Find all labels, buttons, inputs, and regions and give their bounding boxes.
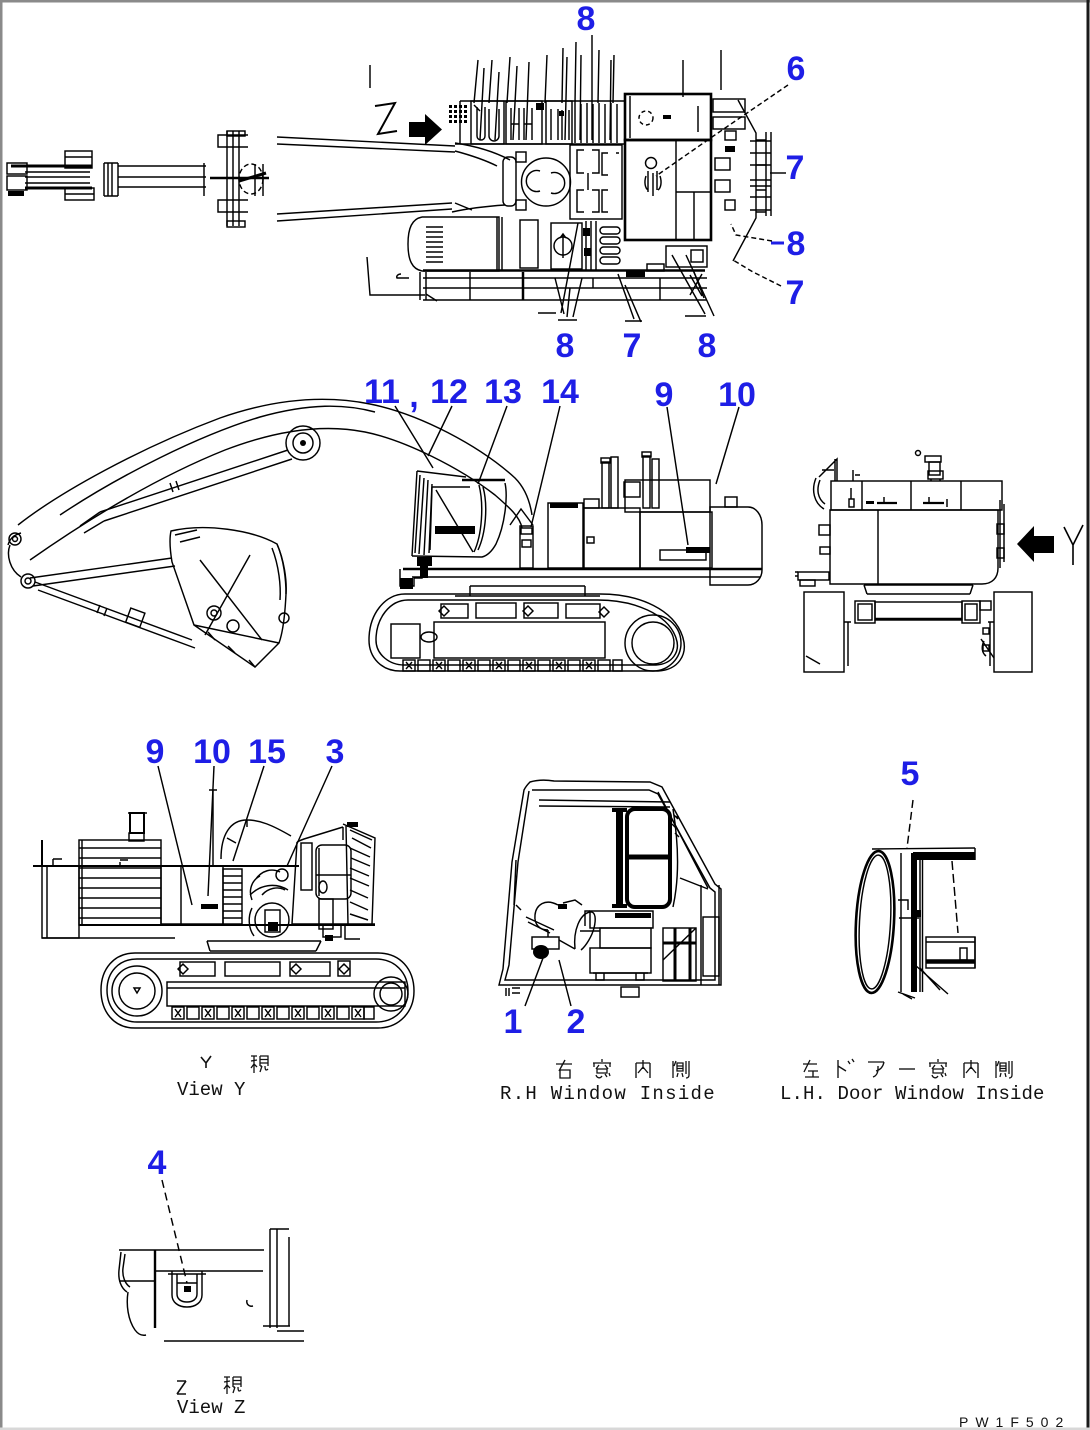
svg-text:8: 8 — [698, 327, 717, 365]
svg-text:8: 8 — [787, 225, 806, 263]
svg-text:7: 7 — [623, 327, 642, 365]
svg-text:10: 10 — [193, 733, 231, 771]
svg-text:10: 10 — [718, 376, 756, 414]
svg-text:PW1F502: PW1F502 — [959, 1414, 1070, 1430]
svg-text:View Y: View Y — [177, 1079, 246, 1101]
svg-text:6: 6 — [787, 50, 806, 88]
svg-text:8: 8 — [556, 327, 575, 365]
svg-text:15: 15 — [248, 733, 286, 771]
svg-text:11: 11 — [364, 373, 400, 411]
svg-text:8: 8 — [577, 0, 596, 38]
svg-text:13: 13 — [484, 373, 522, 411]
svg-text:4: 4 — [148, 1144, 167, 1182]
svg-text:9: 9 — [146, 733, 165, 771]
svg-text:5: 5 — [901, 755, 920, 793]
svg-text:7: 7 — [786, 149, 805, 187]
svg-text:1: 1 — [504, 1003, 523, 1041]
svg-text:L.H. Door Window Inside: L.H. Door Window Inside — [780, 1083, 1045, 1105]
svg-text:3: 3 — [326, 733, 345, 771]
svg-text:2: 2 — [567, 1003, 586, 1041]
svg-text:9: 9 — [655, 376, 674, 414]
svg-text:R.H Window Inside: R.H Window Inside — [500, 1083, 716, 1105]
svg-text:14: 14 — [541, 373, 579, 411]
svg-text:View Z: View Z — [177, 1397, 245, 1419]
svg-text:12: 12 — [430, 373, 468, 411]
svg-text:,: , — [409, 377, 418, 415]
svg-text:7: 7 — [786, 274, 805, 312]
